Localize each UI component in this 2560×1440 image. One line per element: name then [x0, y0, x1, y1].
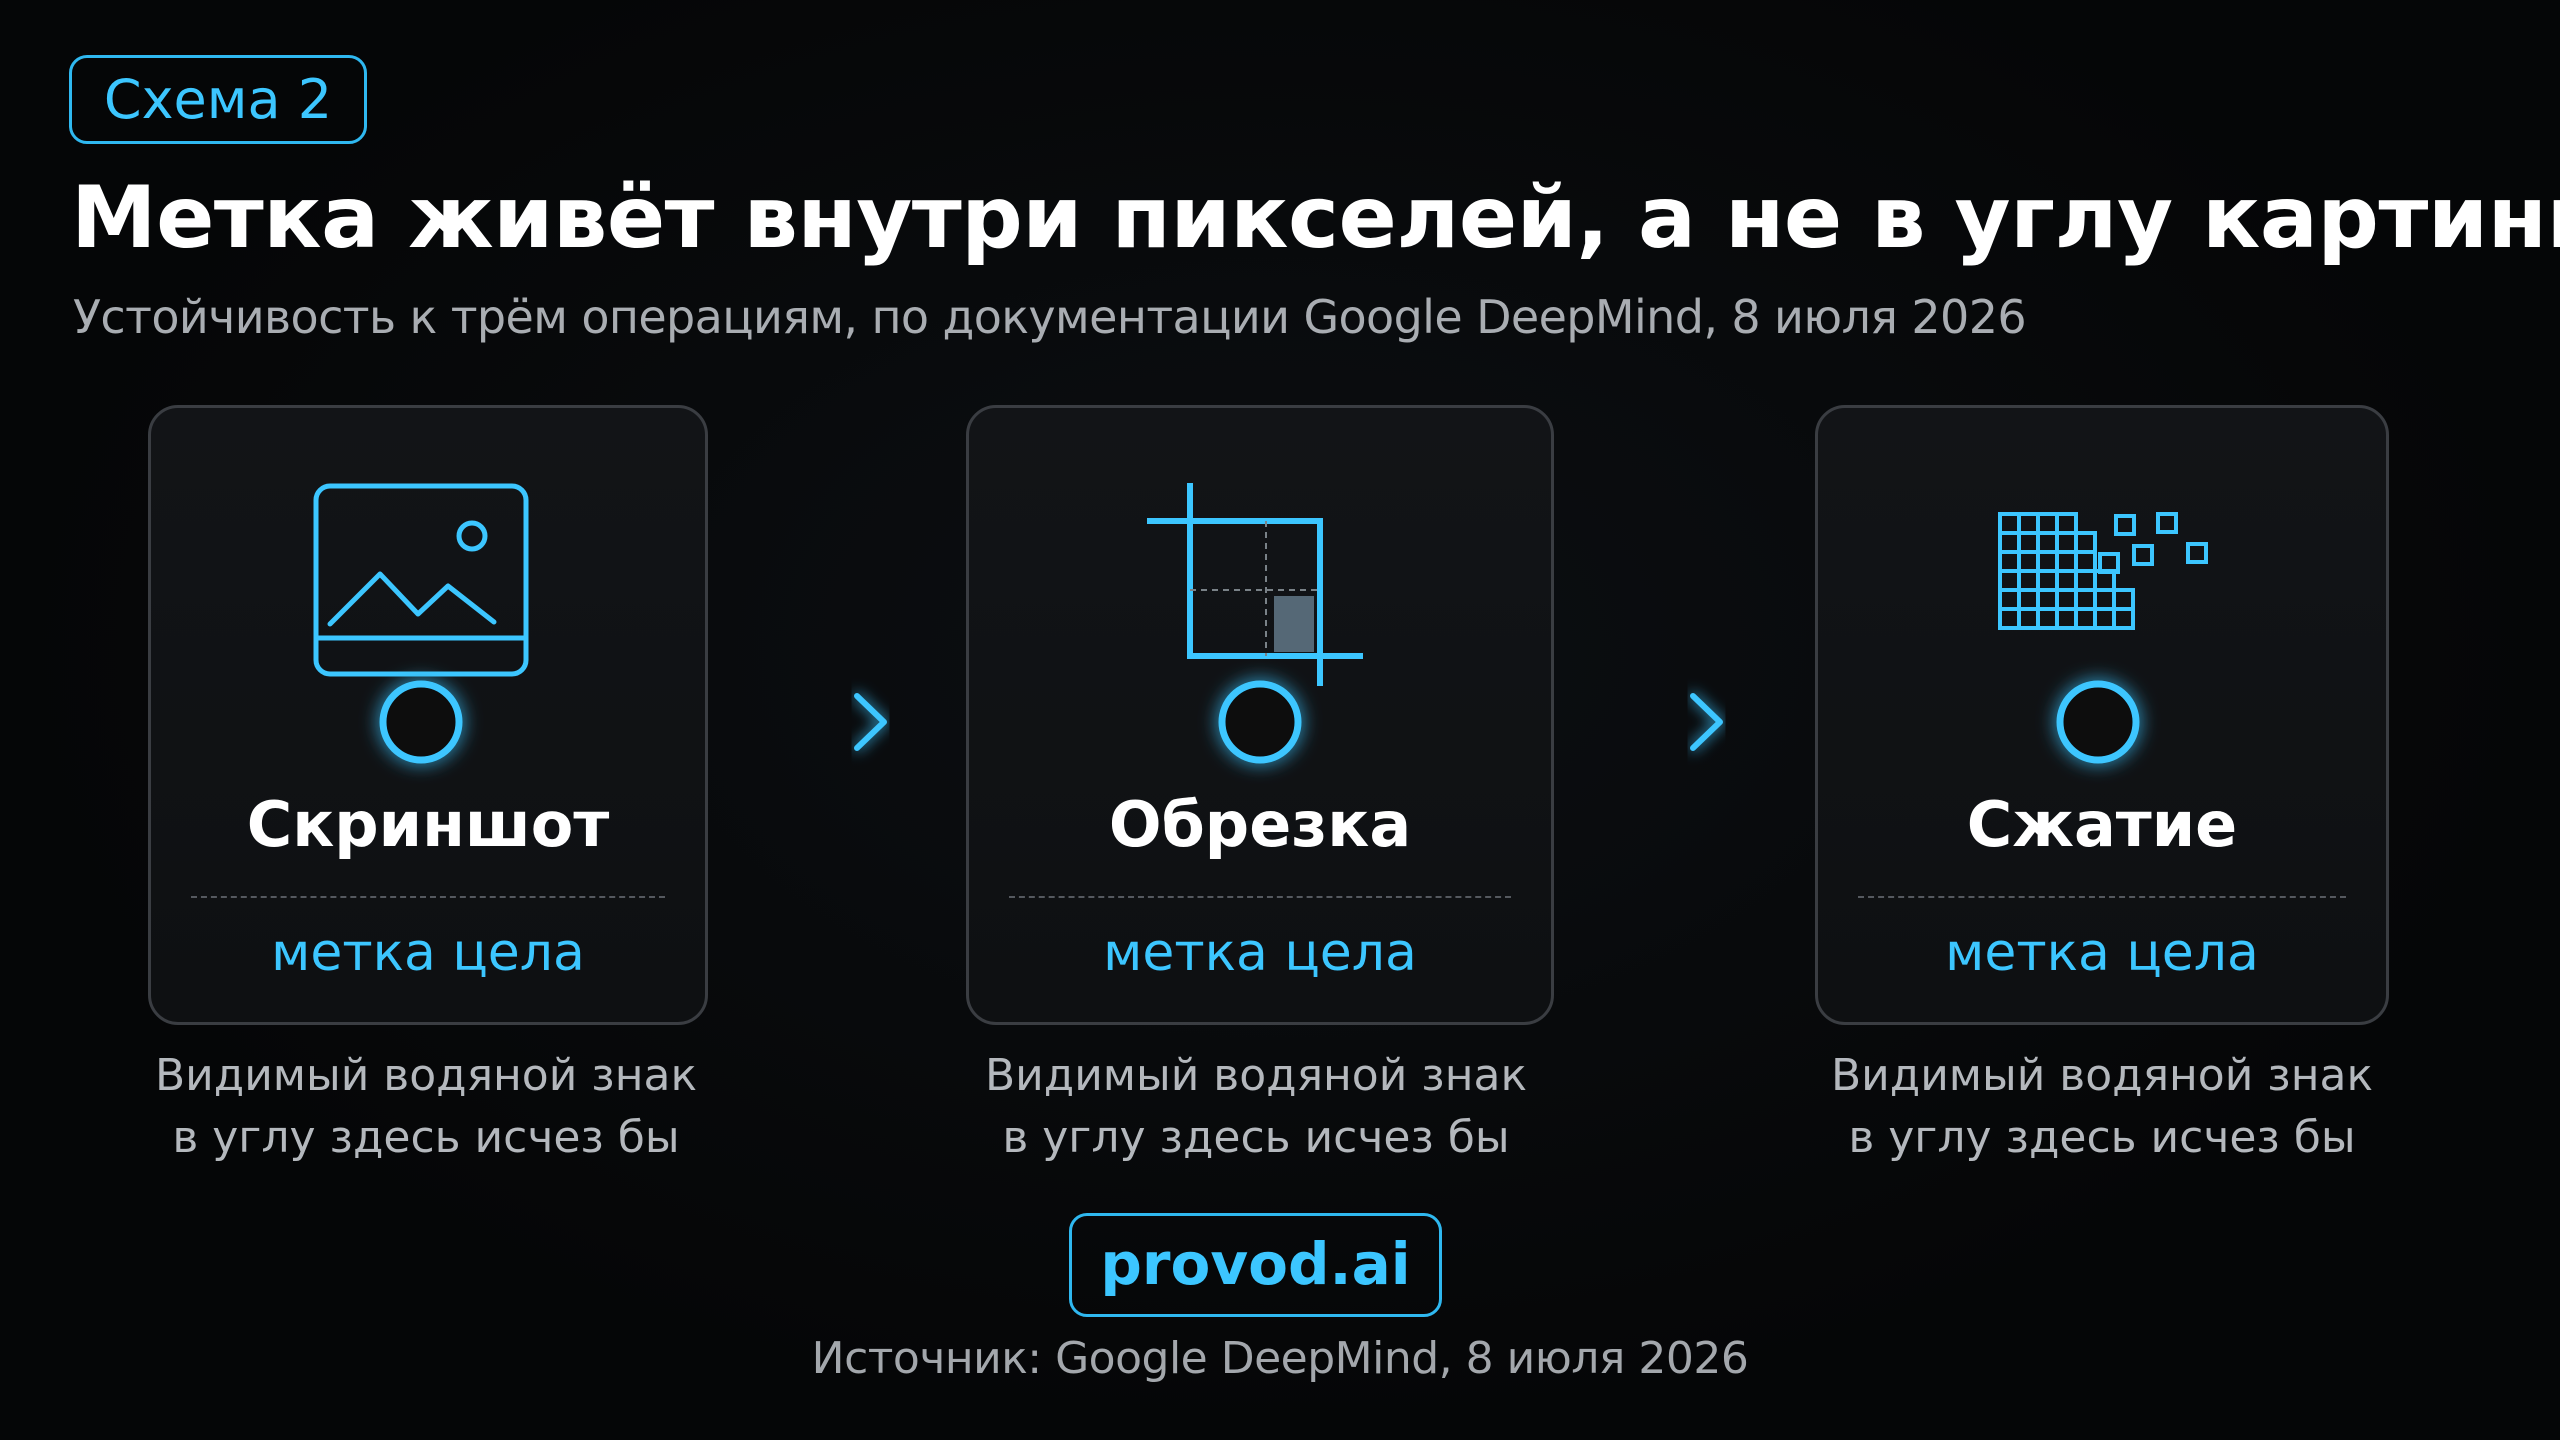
step-label-crop: Обрезка	[1108, 788, 1412, 861]
step-card-screenshot: Скриншот метка цела	[148, 405, 708, 1025]
crop-icon	[1147, 483, 1363, 686]
source-caption: Источник: Google DeepMind, 8 июля 2026	[811, 1333, 1749, 1384]
divider	[1858, 896, 2346, 898]
divider	[191, 896, 665, 898]
step-status-compression: метка цела	[1945, 923, 2259, 983]
note-line: Видимый водяной знак	[984, 1050, 1528, 1101]
step-label-screenshot: Скриншот	[246, 788, 610, 861]
divider	[1009, 896, 1511, 898]
arrow-icon	[854, 693, 887, 751]
image-icon	[313, 483, 529, 677]
brand-badge: provod.ai	[1069, 1213, 1442, 1317]
step-note-crop: Видимый водяной знак в углу здесь исчез …	[976, 1045, 1536, 1169]
step-status-screenshot: метка цела	[271, 923, 585, 983]
note-line: Видимый водяной знак	[154, 1050, 698, 1101]
diagram-subtitle: Устойчивость к трём операциям, по докуме…	[73, 290, 2027, 344]
diagram-title: Метка живёт внутри пикселей, а не в углу…	[71, 168, 2560, 268]
step-status-crop: метка цела	[1103, 923, 1417, 983]
compression-grid-icon	[1998, 512, 2208, 630]
scheme-badge: Схема 2	[69, 55, 367, 144]
note-line: в углу здесь исчез бы	[172, 1112, 680, 1163]
step-note-compression: Видимый водяной знак в углу здесь исчез …	[1822, 1045, 2382, 1169]
arrow-icon	[1690, 693, 1723, 751]
note-line: Видимый водяной знак	[1830, 1050, 2374, 1101]
note-line: в углу здесь исчез бы	[1002, 1112, 1510, 1163]
step-note-screenshot: Видимый водяной знак в углу здесь исчез …	[146, 1045, 706, 1169]
step-card-crop: Обрезка метка цела	[966, 405, 1554, 1025]
step-card-compression: Сжатие метка цела	[1815, 405, 2389, 1025]
note-line: в углу здесь исчез бы	[1848, 1112, 2356, 1163]
step-label-compression: Сжатие	[1966, 788, 2238, 861]
